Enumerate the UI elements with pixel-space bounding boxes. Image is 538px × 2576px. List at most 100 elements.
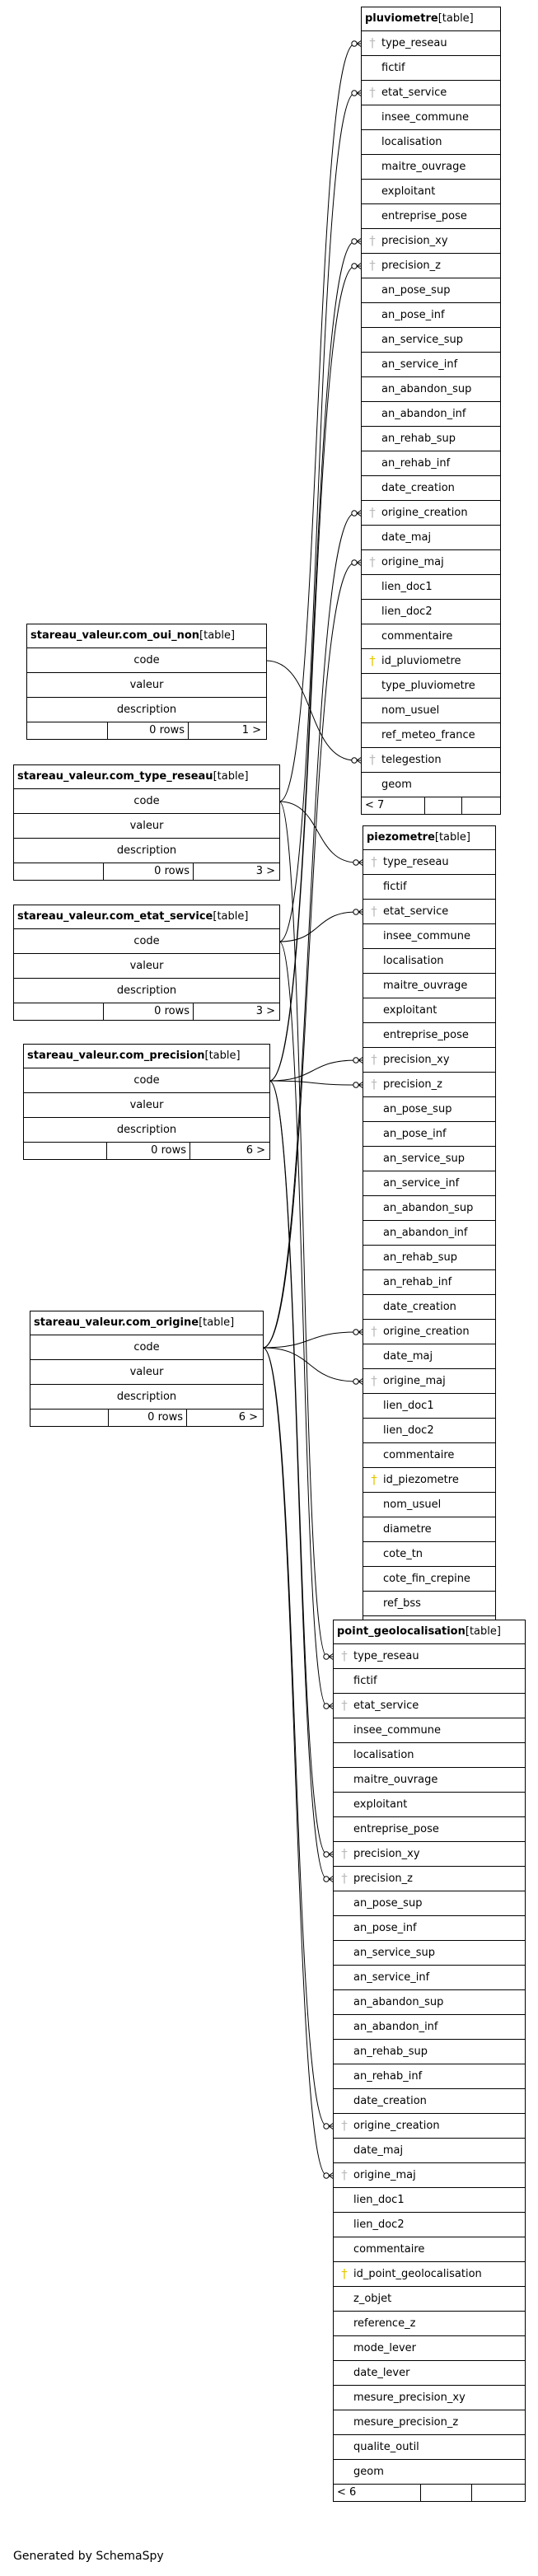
column-row[interactable]: qualite_outil	[334, 2435, 525, 2460]
column-row[interactable]: an_pose_inf	[334, 1916, 525, 1941]
column-row[interactable]: date_lever	[334, 2361, 525, 2386]
column-row[interactable]: maitre_ouvrage	[363, 974, 495, 998]
table-header[interactable]: stareau_valeur.com_etat_service[table]	[14, 905, 279, 929]
column-row[interactable]: reference_z	[334, 2312, 525, 2336]
column-row[interactable]: †precision_xy	[362, 229, 500, 254]
column-row[interactable]: †etat_service	[362, 81, 500, 105]
column-row[interactable]: †origine_maj	[362, 550, 500, 575]
column-row[interactable]: †type_reseau	[363, 850, 495, 875]
column-row[interactable]: entreprise_pose	[363, 1023, 495, 1048]
column-row[interactable]: localisation	[334, 1743, 525, 1768]
column-row[interactable]: lien_doc2	[362, 600, 500, 624]
column-row[interactable]: date_maj	[363, 1344, 495, 1369]
column-row[interactable]: date_maj	[334, 2139, 525, 2163]
column-row[interactable]: commentaire	[334, 2237, 525, 2262]
column-row[interactable]: ref_meteo_france	[362, 723, 500, 748]
column-row[interactable]: valeur	[30, 1360, 263, 1385]
column-row[interactable]: an_rehab_inf	[362, 451, 500, 476]
column-row[interactable]: an_service_inf	[363, 1171, 495, 1196]
column-row[interactable]: †origine_creation	[334, 2114, 525, 2139]
column-row[interactable]: type_pluviometre	[362, 674, 500, 699]
column-row[interactable]: localisation	[362, 130, 500, 155]
column-row[interactable]: geom	[334, 2460, 525, 2485]
column-row[interactable]: an_pose_inf	[362, 303, 500, 328]
column-row[interactable]: entreprise_pose	[362, 204, 500, 229]
column-row[interactable]: mesure_precision_xy	[334, 2386, 525, 2410]
column-row[interactable]: nom_usuel	[362, 699, 500, 723]
column-row[interactable]: †origine_creation	[363, 1320, 495, 1344]
column-row[interactable]: †precision_z	[334, 1867, 525, 1891]
column-row[interactable]: an_abandon_inf	[363, 1221, 495, 1246]
table-header[interactable]: stareau_valeur.com_oui_non[table]	[27, 624, 266, 648]
column-row[interactable]: date_creation	[362, 476, 500, 501]
column-row[interactable]: valeur	[14, 954, 279, 979]
column-row[interactable]: localisation	[363, 949, 495, 974]
column-row[interactable]: valeur	[24, 1093, 269, 1118]
table-header[interactable]: point_geolocalisation[table]	[334, 1620, 525, 1644]
column-row[interactable]: †type_reseau	[334, 1644, 525, 1669]
table-header[interactable]: stareau_valeur.com_type_reseau[table]	[14, 765, 279, 789]
column-row[interactable]: †origine_maj	[334, 2163, 525, 2188]
column-row[interactable]: †telegestion	[362, 748, 500, 773]
column-row[interactable]: valeur	[27, 673, 266, 698]
column-row[interactable]: code	[14, 789, 279, 814]
column-row[interactable]: description	[14, 839, 279, 863]
column-row[interactable]: fictif	[363, 875, 495, 900]
table-header[interactable]: stareau_valeur.com_origine[table]	[30, 1311, 263, 1335]
column-row[interactable]: exploitant	[362, 180, 500, 204]
column-row[interactable]: maitre_ouvrage	[362, 155, 500, 180]
column-row[interactable]: an_rehab_inf	[334, 2064, 525, 2089]
column-row[interactable]: valeur	[14, 814, 279, 839]
column-row[interactable]: †etat_service	[363, 900, 495, 924]
column-row[interactable]: description	[30, 1385, 263, 1410]
column-row[interactable]: date_maj	[362, 526, 500, 550]
column-row[interactable]: an_service_inf	[362, 353, 500, 377]
table-header[interactable]: stareau_valeur.com_precision[table]	[24, 1045, 269, 1068]
column-row[interactable]: an_abandon_sup	[363, 1196, 495, 1221]
column-row[interactable]: an_rehab_inf	[363, 1270, 495, 1295]
column-row[interactable]: †etat_service	[334, 1694, 525, 1718]
column-row[interactable]: mesure_precision_z	[334, 2410, 525, 2435]
column-row[interactable]: an_pose_inf	[363, 1122, 495, 1147]
column-row[interactable]: an_pose_sup	[363, 1097, 495, 1122]
column-row[interactable]: lien_doc1	[334, 2188, 525, 2213]
column-row[interactable]: code	[30, 1335, 263, 1360]
table-point-geolocalisation[interactable]: point_geolocalisation[table]†type_reseau…	[333, 1620, 526, 2502]
column-row[interactable]: cote_tn	[363, 1542, 495, 1567]
column-row[interactable]: an_rehab_sup	[334, 2040, 525, 2064]
column-row[interactable]: †origine_creation	[362, 501, 500, 526]
column-row[interactable]: fictif	[362, 56, 500, 81]
column-row[interactable]: description	[14, 979, 279, 1003]
column-row[interactable]: description	[24, 1118, 269, 1143]
column-row[interactable]: cote_fin_crepine	[363, 1567, 495, 1592]
column-row[interactable]: date_creation	[334, 2089, 525, 2114]
column-row[interactable]: an_rehab_sup	[363, 1246, 495, 1270]
column-row[interactable]: description	[27, 698, 266, 722]
column-row[interactable]: †id_piezometre	[363, 1468, 495, 1493]
column-row[interactable]: insee_commune	[334, 1718, 525, 1743]
column-row[interactable]: exploitant	[334, 1793, 525, 1817]
column-row[interactable]: †precision_z	[363, 1073, 495, 1097]
column-row[interactable]: †origine_maj	[363, 1369, 495, 1394]
column-row[interactable]: commentaire	[363, 1443, 495, 1468]
column-row[interactable]: lien_doc1	[362, 575, 500, 600]
table-com-type-reseau[interactable]: stareau_valeur.com_type_reseau[table]cod…	[13, 764, 280, 881]
column-row[interactable]: an_service_sup	[363, 1147, 495, 1171]
column-row[interactable]: †precision_xy	[363, 1048, 495, 1073]
column-row[interactable]: ref_bss	[363, 1592, 495, 1616]
column-row[interactable]: maitre_ouvrage	[334, 1768, 525, 1793]
column-row[interactable]: lien_doc1	[363, 1394, 495, 1419]
column-row[interactable]: insee_commune	[362, 105, 500, 130]
column-row[interactable]: an_abandon_inf	[362, 402, 500, 427]
column-row[interactable]: an_pose_sup	[334, 1891, 525, 1916]
column-row[interactable]: nom_usuel	[363, 1493, 495, 1517]
column-row[interactable]: insee_commune	[363, 924, 495, 949]
column-row[interactable]: code	[27, 648, 266, 673]
column-row[interactable]: †type_reseau	[362, 31, 500, 56]
column-row[interactable]: an_abandon_sup	[362, 377, 500, 402]
column-row[interactable]: an_pose_sup	[362, 278, 500, 303]
column-row[interactable]: commentaire	[362, 624, 500, 649]
